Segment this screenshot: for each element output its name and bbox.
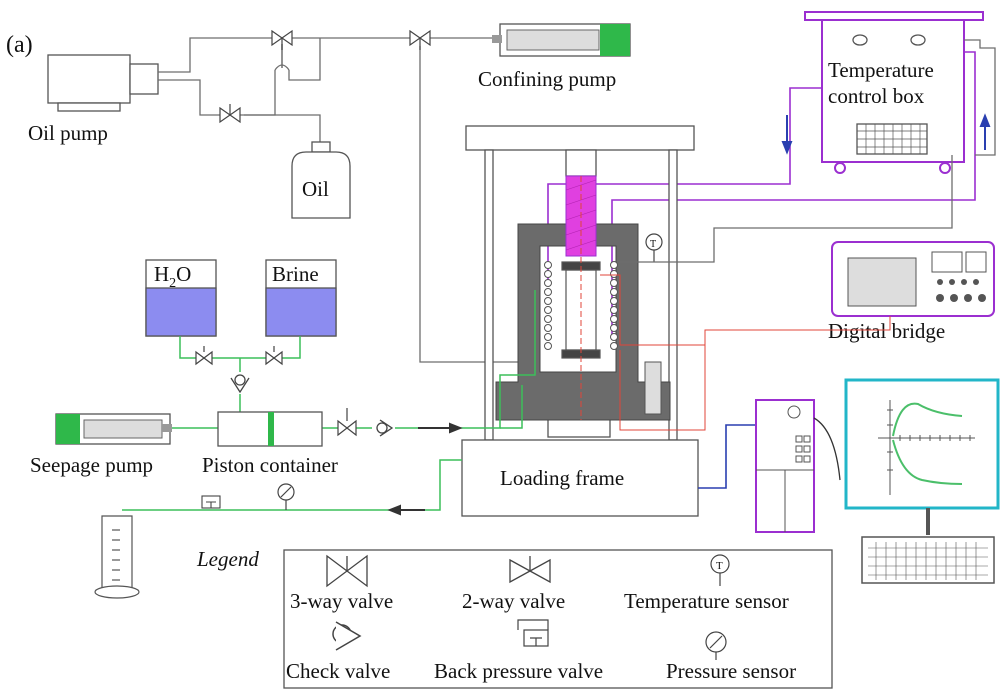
legend-box xyxy=(283,549,833,689)
heating-coils xyxy=(544,261,618,350)
monitor xyxy=(844,378,1000,535)
circulation-lines xyxy=(547,51,976,340)
temperature-control-box-label-2: control box xyxy=(828,84,925,108)
loading-frame-structure xyxy=(461,125,699,517)
digital-bridge-label: Digital bridge xyxy=(828,319,945,343)
data-logger xyxy=(755,399,815,533)
specimen xyxy=(561,261,601,359)
oil-bottle xyxy=(291,141,351,219)
seepage-pump xyxy=(55,413,172,445)
seepage-pump-label: Seepage pump xyxy=(30,453,153,477)
temperature-sensor-icon xyxy=(645,233,663,262)
keyboard xyxy=(861,536,995,584)
svg-text:T: T xyxy=(650,239,656,250)
back-pressure-valve-icon xyxy=(201,495,221,509)
h2o-label: H2O xyxy=(154,262,191,291)
legend-back-pressure-valve-icon xyxy=(517,619,549,647)
three-way-valve-icon xyxy=(337,419,357,437)
legend-two-way-valve-label: 2-way valve xyxy=(462,589,565,613)
legend-temperature-sensor-icon xyxy=(710,554,730,586)
legend-three-way-valve-icon xyxy=(326,554,368,588)
confining-pump xyxy=(492,23,631,57)
legend-back-pressure-valve-label: Back pressure valve xyxy=(434,659,603,683)
check-valve-icon xyxy=(230,374,394,437)
graduated-cylinder xyxy=(94,515,140,599)
monitor-axis-ticks xyxy=(887,409,971,471)
loading-frame-label: Loading frame xyxy=(500,466,624,490)
h2o-tank xyxy=(145,259,217,337)
digital-bridge xyxy=(831,241,995,317)
confining-pump-label: Confining pump xyxy=(478,67,616,91)
piston-container xyxy=(217,411,323,447)
legend-two-way-valve-icon xyxy=(509,556,551,584)
oil-label: Oil xyxy=(302,177,329,201)
legend-temperature-sensor-label: Temperature sensor xyxy=(624,589,789,613)
legend-pressure-sensor-icon xyxy=(705,631,727,660)
svg-text:T: T xyxy=(716,560,723,572)
legend-three-way-valve-label: 3-way valve xyxy=(290,589,393,613)
oil-pump xyxy=(47,54,159,112)
brine-label: Brine xyxy=(272,262,319,286)
pressure-sensor-icon xyxy=(277,483,295,510)
piston-container-label: Piston container xyxy=(202,453,338,477)
legend-title: Legend xyxy=(196,547,259,571)
legend-check-valve-label: Check valve xyxy=(286,659,390,683)
temperature-control-box-label-1: Temperature xyxy=(828,58,934,82)
legend-pressure-sensor-label: Pressure sensor xyxy=(666,659,796,683)
three-way-valve-icon xyxy=(219,29,431,124)
panel-label: (a) xyxy=(6,32,33,58)
legend-check-valve-icon xyxy=(332,621,362,651)
oil-pump-label: Oil pump xyxy=(28,121,108,145)
two-way-valve-icon xyxy=(195,346,283,366)
control-grid xyxy=(857,124,927,154)
brine-tank xyxy=(265,259,337,337)
